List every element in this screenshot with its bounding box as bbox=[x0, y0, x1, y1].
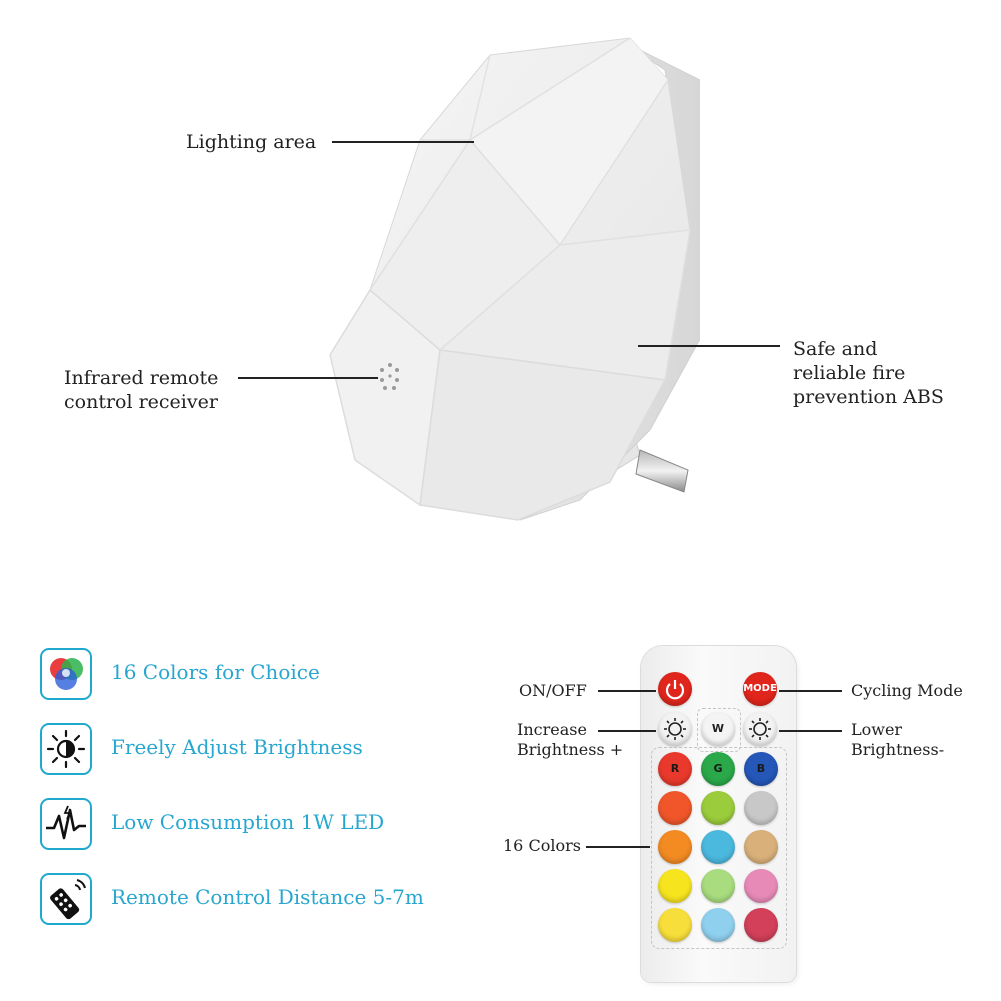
color-button[interactable] bbox=[658, 869, 692, 903]
mode-button[interactable]: MODE bbox=[743, 672, 777, 706]
power-icon bbox=[665, 680, 685, 700]
white-button[interactable]: W bbox=[701, 712, 735, 746]
on-off-label: ON/OFF bbox=[519, 681, 587, 700]
brightness-decrease-button[interactable] bbox=[743, 712, 777, 746]
feature-remote-distance-label: Remote Control Distance 5-7m bbox=[111, 885, 424, 909]
color-button[interactable] bbox=[658, 830, 692, 864]
feature-brightness: Freely Adjust Brightness bbox=[40, 723, 460, 779]
abs-leader-line bbox=[638, 345, 780, 347]
sun-minus-icon bbox=[749, 718, 771, 740]
increase-brightness-label-line2: Brightness + bbox=[517, 740, 624, 759]
on-off-leader-line bbox=[598, 690, 656, 692]
cycling-mode-leader-line bbox=[779, 690, 842, 692]
lower-brightness-leader-line bbox=[779, 730, 842, 732]
ir-receiver-label-line1: Infrared remote bbox=[64, 367, 219, 389]
lower-brightness-label-line1: Lower bbox=[851, 720, 903, 739]
brightness-icon bbox=[40, 723, 92, 775]
feature-brightness-label: Freely Adjust Brightness bbox=[111, 735, 363, 759]
ir-receiver-leader-line bbox=[238, 377, 378, 379]
color-button[interactable] bbox=[744, 908, 778, 942]
color-button-green[interactable]: G bbox=[701, 752, 735, 786]
feature-power-label: Low Consumption 1W LED bbox=[111, 810, 385, 834]
increase-brightness-label-line1: Increase bbox=[517, 720, 587, 739]
lower-brightness-label-line2: Brightness- bbox=[851, 740, 945, 759]
power-button[interactable] bbox=[658, 672, 692, 706]
sixteen-colors-leader-line bbox=[586, 846, 650, 848]
color-button[interactable] bbox=[701, 908, 735, 942]
abs-label-line1: Safe and bbox=[793, 338, 878, 360]
lighting-area-label: Lighting area bbox=[186, 131, 317, 153]
feature-colors: 16 Colors for Choice bbox=[40, 648, 460, 704]
color-button[interactable] bbox=[701, 830, 735, 864]
feature-remote-distance: Remote Control Distance 5-7m bbox=[40, 873, 460, 929]
increase-brightness-leader-line bbox=[598, 730, 656, 732]
color-button[interactable] bbox=[744, 791, 778, 825]
feature-colors-label: 16 Colors for Choice bbox=[111, 660, 320, 684]
remote-control-icon bbox=[40, 873, 92, 925]
sixteen-colors-label: 16 Colors bbox=[503, 836, 581, 855]
color-button[interactable] bbox=[658, 908, 692, 942]
lighting-area-leader-line bbox=[332, 141, 474, 143]
ir-receiver-label-line2: control receiver bbox=[64, 391, 218, 413]
color-button[interactable] bbox=[744, 830, 778, 864]
brightness-increase-button[interactable] bbox=[658, 712, 692, 746]
color-grid-outline bbox=[651, 747, 787, 949]
night-light-product-image bbox=[329, 37, 700, 521]
color-button-red[interactable]: R bbox=[658, 752, 692, 786]
color-button[interactable] bbox=[701, 869, 735, 903]
white-button-outline bbox=[697, 708, 741, 752]
color-button[interactable] bbox=[701, 791, 735, 825]
rgb-circles-icon bbox=[40, 648, 92, 700]
feature-power: Low Consumption 1W LED bbox=[40, 798, 460, 854]
cycling-mode-label: Cycling Mode bbox=[851, 681, 963, 700]
power-pulse-icon bbox=[40, 798, 92, 850]
abs-label-line2: reliable fire bbox=[793, 362, 906, 384]
sun-plus-icon bbox=[664, 718, 686, 740]
abs-label-line3: prevention ABS bbox=[793, 386, 944, 408]
color-button-blue[interactable]: B bbox=[744, 752, 778, 786]
color-button[interactable] bbox=[744, 869, 778, 903]
color-button[interactable] bbox=[658, 791, 692, 825]
